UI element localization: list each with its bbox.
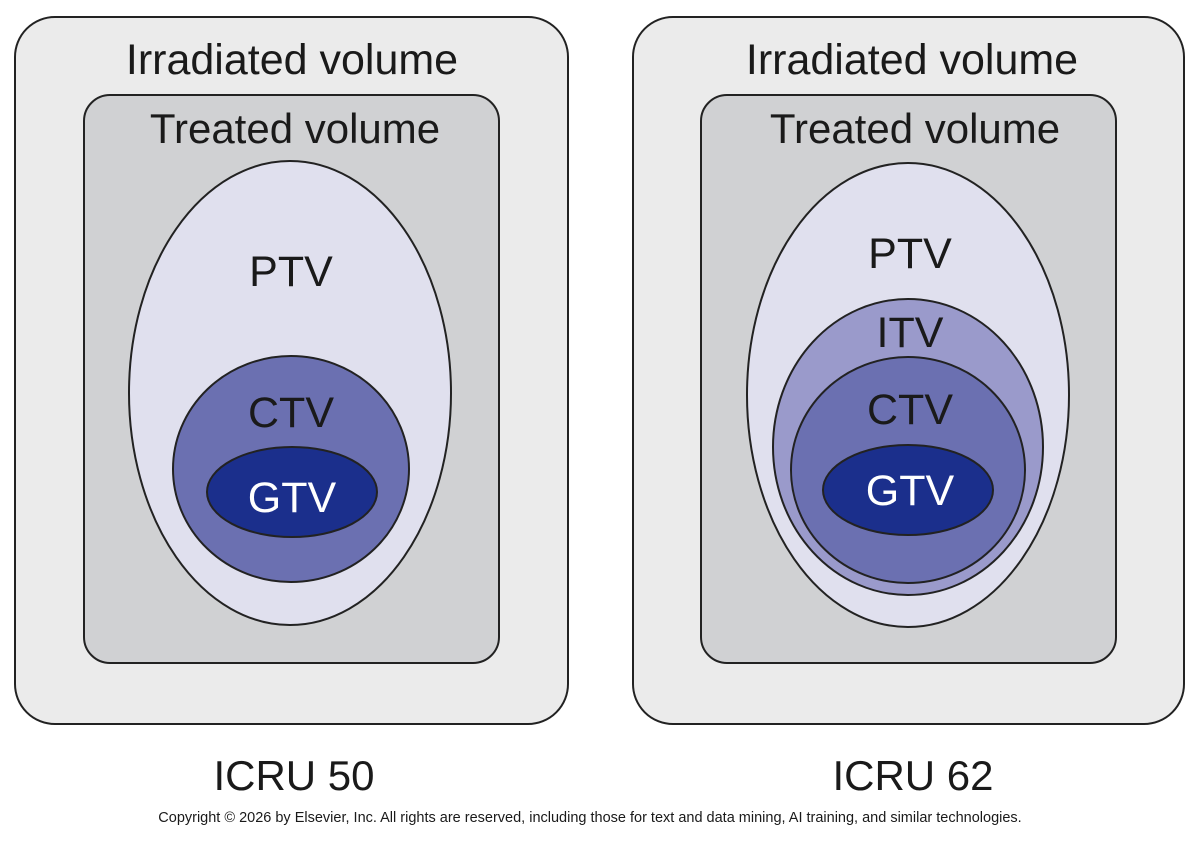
panel-icru-62: Irradiated volume Treated volume PTV ITV… [632,16,1185,799]
ptv-label: PTV [868,230,952,278]
gtv-volume [206,446,378,538]
treated-volume-label: Treated volume [770,105,1060,152]
gtv-volume [822,444,994,536]
irradiated-volume-label: Irradiated volume [126,36,458,84]
copyright-notice: Copyright © 2026 by Elsevier, Inc. All r… [158,810,1021,826]
irradiated-volume-label: Irradiated volume [746,36,1078,84]
gtv-label: GTV [248,474,337,522]
itv-label: ITV [877,309,944,357]
ctv-label: CTV [867,386,953,434]
ctv-label: CTV [248,389,334,437]
panel-icru-50: Irradiated volume Treated volume PTV CTV… [14,16,569,799]
panel-caption: ICRU 50 [213,752,374,799]
treated-volume-label: Treated volume [150,105,440,152]
panel-caption: ICRU 62 [832,752,993,799]
ptv-label: PTV [249,248,333,296]
gtv-label: GTV [866,467,955,515]
